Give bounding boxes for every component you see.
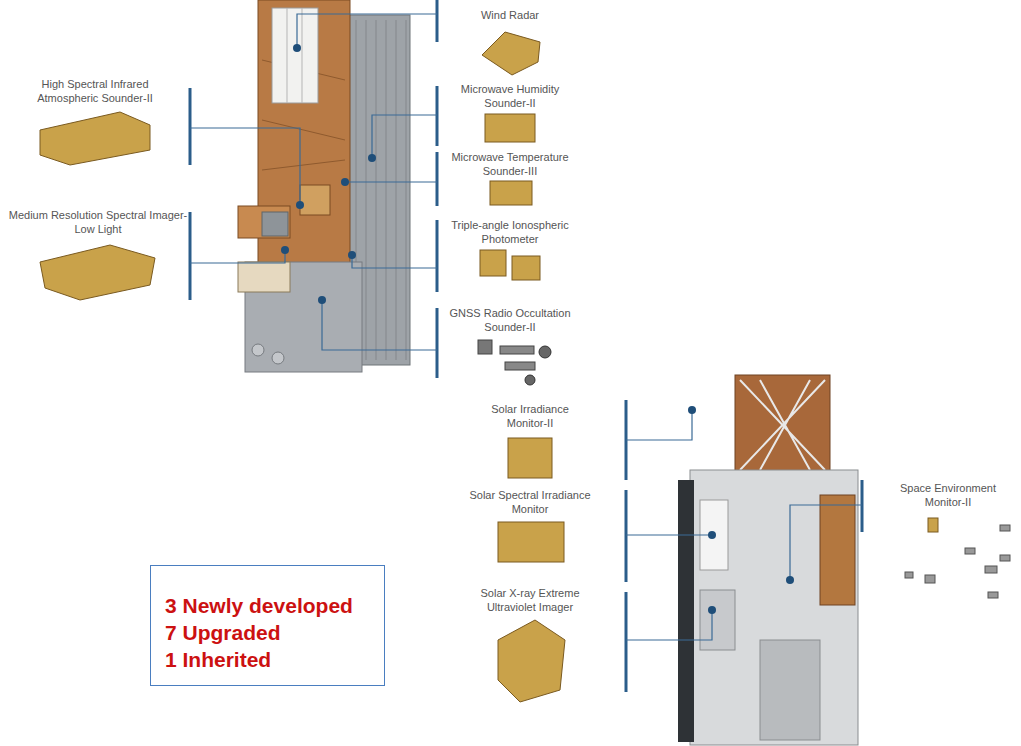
satellite-lower [678,375,858,745]
instrument-icons [40,32,1010,702]
port [272,352,284,364]
leader-line [190,250,285,263]
imager-icon [40,245,155,300]
space-monitor-icon [1000,525,1010,531]
copper-body [258,0,350,270]
bracket-bar [861,480,864,532]
bracket-bar [436,220,439,292]
leader-dot [708,606,716,614]
space-monitor-icon [988,592,998,598]
summary-line: 7 Upgraded [165,619,281,646]
leader-line [372,115,437,158]
gnss-part-icon [500,346,534,354]
instrument-window [262,212,288,236]
instrument-label: Solar X-ray Extreme Ultraviolet Imager [460,586,600,614]
leader-dot [688,406,696,414]
leader-line [626,610,712,640]
instrument-box [300,185,330,215]
gnss-part-icon [539,346,551,358]
bracket-bar [625,490,628,582]
leader-dot [786,576,794,584]
leader-line [626,534,712,535]
gnss-part-icon [525,375,535,385]
summary-line: 1 Inherited [165,646,271,673]
leader-line [345,181,437,182]
space-monitor-icon [928,518,938,532]
leader-lines [190,14,862,640]
instrument-bay [700,590,735,650]
main-body [690,470,858,745]
photometer-icon [480,250,506,276]
bracket-bar [189,88,192,165]
dark-strip [678,480,694,742]
bracket-bar [189,212,192,300]
instrument-box [238,262,290,292]
irradiance-monitor-icon [508,438,552,478]
leader-dot [348,251,356,259]
leader-dot [368,154,376,162]
space-monitor-icon [1000,555,1010,561]
copper-frame [735,375,830,480]
bracket-bar [436,0,439,42]
leader-line [297,14,437,48]
leader-dot [281,246,289,254]
leader-line [790,505,862,580]
leader-line [352,255,437,268]
summary-box: 3 Newly developed7 Upgraded1 Inherited [150,565,385,686]
instrument-box [238,206,290,238]
leader-dot [708,531,716,539]
leader-dot [318,296,326,304]
temperature-sounder-icon [490,181,532,205]
leader-line [190,128,300,205]
leader-line [322,300,437,350]
bracket-bar [436,308,439,378]
instrument-label: GNSS Radio Occultation Sounder-II [440,306,580,334]
instrument-label: High Spectral Infrared Atmospheric Sound… [25,77,165,105]
port [252,344,264,356]
space-monitor-icon [905,572,913,578]
summary-line: 3 Newly developed [165,592,353,619]
leader-line [626,410,692,440]
leader-dot [296,201,304,209]
instrument-label: Wind Radar [440,8,580,22]
gnss-part-icon [478,340,492,354]
truss [740,380,825,470]
space-monitor-icon [925,575,935,583]
instrument-label: Solar Irradiance Monitor-II [470,402,590,430]
bracket-bar [625,592,628,692]
satellite-upper [238,0,410,372]
instrument-label: Triple-angle Ionospheric Photometer [440,218,580,246]
white-panel-lines [287,8,302,103]
instrument-label: Microwave Humidity Sounder-II [440,82,580,110]
xray-imager-icon [498,620,565,702]
leader-dot [293,44,301,52]
bracket-bar [436,152,439,206]
leader-dots [281,44,794,614]
white-panel [272,8,318,103]
space-monitor-icon [985,566,997,573]
bracket-bar [436,86,439,146]
instrument-label: Space Environment Monitor-II [893,481,1003,509]
leader-dot [341,178,349,186]
humidity-sounder-icon [485,114,535,142]
photometer-icon [512,256,540,280]
space-monitor-icon [965,548,975,554]
infrared-sounder-icon [40,112,150,165]
wind-radar-icon [482,32,540,75]
spectral-monitor-icon [498,522,564,562]
lower-panel [760,640,820,740]
side-tab [820,495,855,605]
gnss-part-icon [505,362,535,370]
instrument-label: Medium Resolution Spectral Imager-Low Li… [8,208,188,236]
instrument-label: Solar Spectral Irradiance Monitor [460,488,600,516]
instrument-label: Microwave Temperature Sounder-III [440,150,580,178]
